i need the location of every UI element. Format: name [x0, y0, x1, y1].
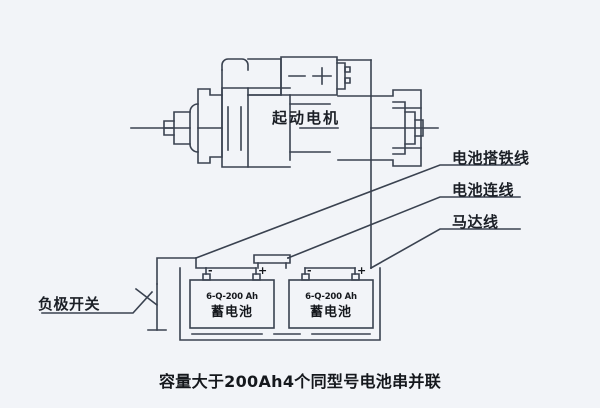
battery-1-positive-sign: + — [258, 264, 268, 277]
battery-jumper-bar — [253, 254, 291, 269]
figure-caption: 容量大于200Ah4个同型号电池串并联 — [158, 372, 441, 391]
motor-field-frame — [247, 87, 339, 168]
battery-2-positive-sign: + — [357, 264, 367, 277]
label-motor-wire: 马达线 — [452, 213, 499, 231]
motor-upper-housing — [221, 58, 282, 96]
negative-switch-symbol — [134, 257, 197, 331]
battery-2-code: 6-Q-200 Ah — [305, 292, 357, 302]
leader-connect-wire — [286, 196, 521, 260]
battery-2 — [288, 267, 374, 329]
label-battery-connecting-wire: 电池连线 — [452, 181, 515, 199]
solenoid-body — [280, 56, 351, 96]
leader-lines — [194, 164, 521, 270]
battery-2-name: 蓄电池 — [309, 305, 352, 320]
leader-motor-wire — [369, 228, 521, 270]
label-negative-switch: 负极开关 — [38, 295, 101, 313]
starter-motor-drawing — [130, 56, 439, 168]
battery-1 — [189, 257, 275, 329]
label-starter-motor: 起动电机 — [272, 109, 341, 127]
motor-main-cable — [336, 59, 372, 269]
label-battery-ground-wire: 电池搭铁线 — [452, 149, 530, 167]
battery-1-negative-sign: - — [208, 264, 213, 277]
battery-tray-bracket — [179, 267, 381, 341]
motor-drive-end — [130, 103, 199, 153]
leader-ground-wire — [194, 164, 521, 260]
leader-negative-switch — [41, 290, 154, 314]
motor-main-body — [197, 87, 249, 168]
battery-1-code: 6-Q-200 Ah — [206, 292, 258, 302]
battery-2-negative-sign: - — [307, 264, 312, 277]
battery-1-name: 蓄电池 — [210, 305, 253, 320]
motor-commutator-end — [370, 89, 439, 167]
